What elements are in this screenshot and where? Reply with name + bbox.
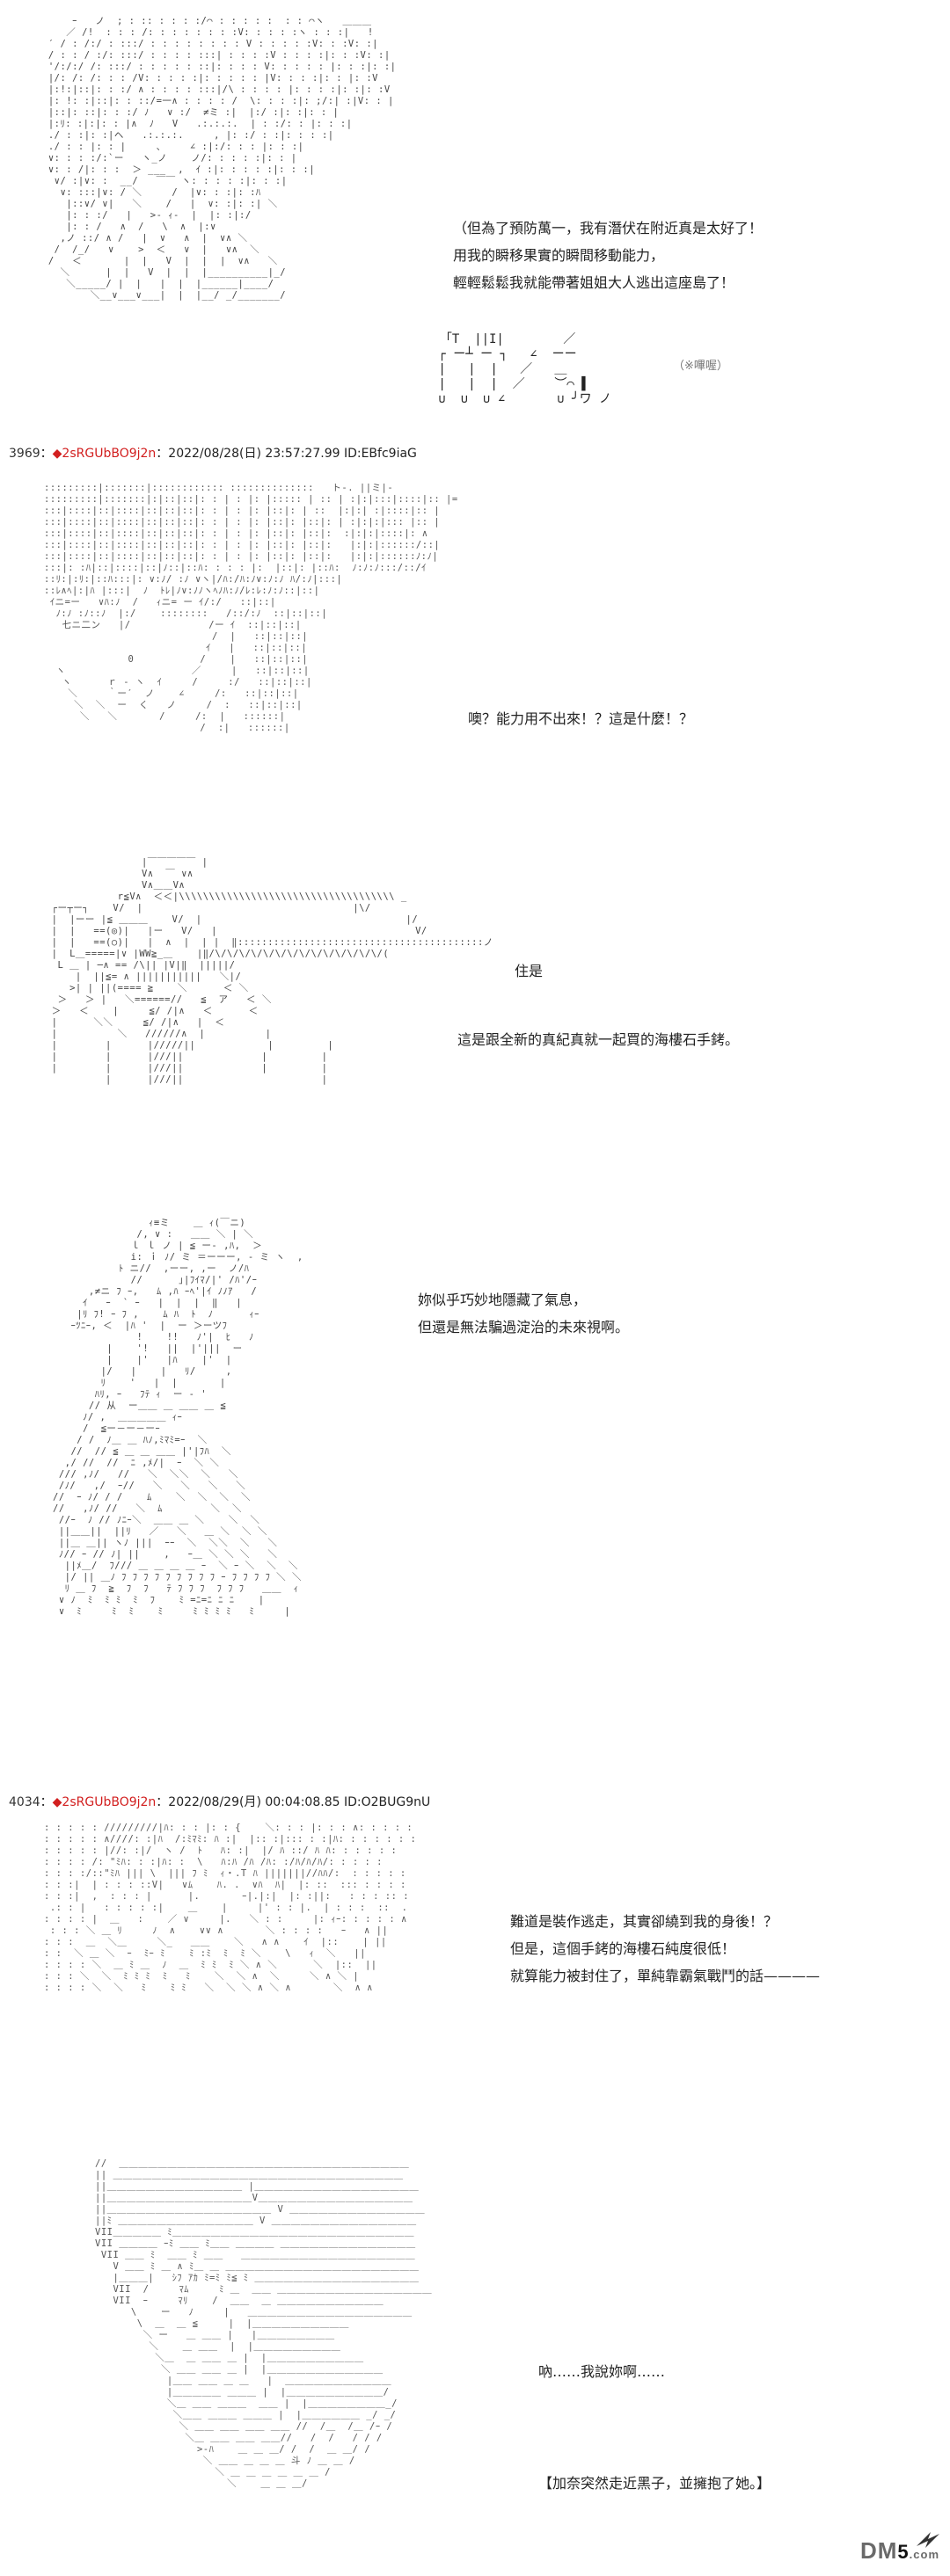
post-number: 3969 — [9, 447, 40, 461]
trip-marker-icon: ◆ — [52, 447, 62, 461]
post-date: ：2022/08/29(月) 00:04:08.85 ID:O2BUG9nU — [156, 1795, 431, 1809]
ascii-art-figure: |￣￣￣￣￣ | V∧ ￣ ∨∧ V∧＿＿V∧ r≦V∧ ＜＜|\\\\\\\\… — [51, 857, 493, 1085]
post-separator: ： — [40, 1795, 53, 1809]
watermark-suffix: .com — [909, 2548, 939, 2561]
poster-name[interactable]: 2sRGUbBO9j2n — [62, 1795, 157, 1809]
site-watermark: DM5.com — [856, 2534, 939, 2567]
post-date: ：2022/08/28(日) 23:57:27.99 ID:EBfc9iaG — [156, 447, 417, 461]
ascii-art-figure: :::::::::|:::::::|:::::::::::: :::::::::… — [44, 483, 458, 733]
panel-2: 3969：◆2sRGUbBO9j2n：2022/08/28(日) 23:57:2… — [0, 444, 950, 857]
dialog-line: 吶……我說妳啊…… — [538, 2363, 666, 2380]
poster-name[interactable]: 2sRGUbBO9j2n — [62, 447, 157, 461]
post-header: 3969：◆2sRGUbBO9j2n：2022/08/28(日) 23:57:2… — [9, 444, 417, 462]
dialog-line: 但還是無法騙過淀治的未來視啊。 — [418, 1319, 630, 1335]
dialog-line: 噢？能力用不出來！？這是什麼！？ — [468, 710, 694, 727]
panel-6: // ＿＿＿＿＿＿＿＿＿＿＿＿＿＿＿＿＿＿＿＿＿＿＿＿＿＿＿＿＿＿ || ＿＿＿… — [0, 2158, 950, 2576]
dialog-line: 難道是裝作逃走，其實卻繞到我的身後！？ — [510, 1913, 778, 1930]
panel-5: 4034：◆2sRGUbBO9j2n：2022/08/29(月) 00:04:0… — [0, 1789, 950, 2158]
sound-effect-caption: （※嗶喔） — [673, 360, 728, 373]
dialog-line: 這是跟全新的真紀真就一起買的海樓石手銬。 — [457, 1031, 740, 1048]
post-separator: ： — [40, 447, 53, 461]
ascii-art-figure: : : : : : /////////|ﾊ: : : |: : { ＼: : :… — [44, 1823, 417, 1993]
sound-effect-art: ｢T ||I| ／ ┌ ー┴ ー ┐ ∠ ーー | | | ／ ＿ | | | … — [438, 332, 612, 406]
trip-marker-icon: ◆ — [52, 1795, 62, 1809]
ascii-art-figure: ｨ≡ミ ＿ ｨ(￣ニ) /, ∨ : ＿＿ ＼ | ＼ ｌ ｌ ノ | ≦ ー‐… — [53, 1218, 303, 1617]
dialog-line: （但為了預防萬一，我有潛伏在附近真是太好了！ — [453, 220, 764, 236]
ascii-art-figure: ｰ ノ ; : :: : : : :/⌒ : : : : : : : ⌒ヽ ＿＿… — [48, 16, 397, 301]
dialog-line: 用我的瞬移果實的瞬間移動能力， — [453, 247, 665, 264]
dialog-line: 但是，這個手銬的海樓石純度很低！ — [510, 1940, 736, 1957]
ascii-art-figure: // ＿＿＿＿＿＿＿＿＿＿＿＿＿＿＿＿＿＿＿＿＿＿＿＿＿＿＿＿＿＿ || ＿＿＿… — [95, 2158, 433, 2489]
panel-3: |￣￣￣￣￣ | V∧ ￣ ∨∧ V∧＿＿V∧ r≦V∧ ＜＜|\\\\\\\\… — [0, 857, 950, 1209]
dialog-line: 住是 — [515, 963, 544, 979]
dialog-line: 妳似乎巧妙地隱藏了氣息， — [418, 1292, 588, 1308]
watermark-accent: 5 — [897, 2541, 910, 2563]
post-header: 4034：◆2sRGUbBO9j2n：2022/08/29(月) 00:04:0… — [9, 1793, 430, 1810]
dialog-line: 就算能力被封住了，單純靠霸氣戰鬥的話———— — [510, 1968, 821, 1984]
watermark-main: DM — [859, 2537, 898, 2564]
post-number: 4034 — [9, 1795, 40, 1809]
dialog-line: 輕輕鬆鬆我就能帶著姐姐大人逃出這座島了！ — [453, 274, 735, 291]
panel-1: ｰ ノ ; : :: : : : :/⌒ : : : : : : : ⌒ヽ ＿＿… — [0, 0, 950, 475]
dialog-line: 【加奈突然走近黑子，並擁抱了她。】 — [538, 2475, 771, 2492]
panel-4: ｨ≡ミ ＿ ｨ(￣ニ) /, ∨ : ＿＿ ＼ | ＼ ｌ ｌ ノ | ≦ ー‐… — [0, 1209, 950, 1789]
lightning-icon — [917, 2532, 939, 2548]
